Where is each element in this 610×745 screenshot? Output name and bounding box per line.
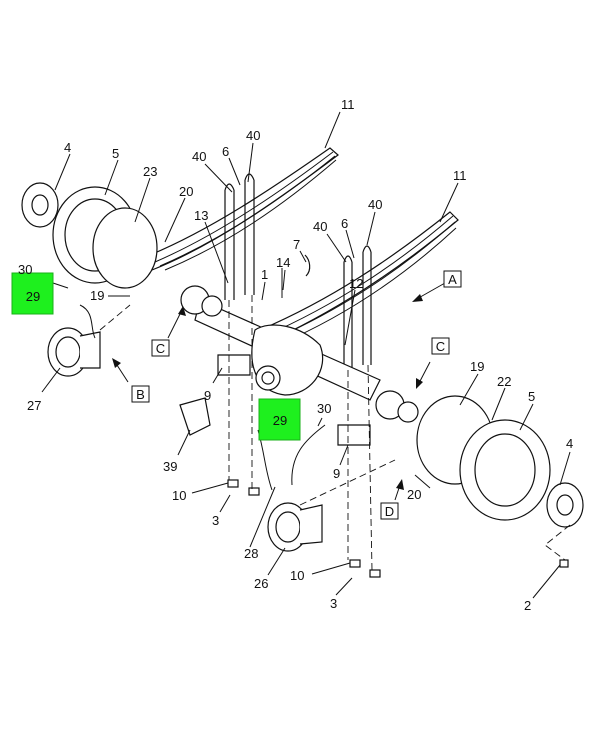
callout-19: 19 bbox=[470, 359, 484, 374]
highlight-callout-29-center[interactable]: 29 bbox=[258, 398, 301, 441]
callout-20: 20 bbox=[407, 487, 421, 502]
callout-19: 19 bbox=[90, 288, 104, 303]
svg-text:B: B bbox=[136, 387, 145, 402]
view-label-b: B bbox=[131, 385, 150, 403]
assembly-lines bbox=[99, 295, 571, 571]
callout-39: 39 bbox=[163, 459, 177, 474]
callout-30: 30 bbox=[317, 401, 331, 416]
callout-14: 14 bbox=[276, 255, 290, 270]
callout-30: 30 bbox=[18, 262, 32, 277]
callout-10: 10 bbox=[172, 488, 186, 503]
callout-10: 10 bbox=[290, 568, 304, 583]
svg-text:29: 29 bbox=[273, 413, 287, 428]
callout-1: 1 bbox=[261, 267, 268, 282]
callout-numbers: 11 40 40 6 4 5 23 20 13 11 40 6 40 7 14 … bbox=[18, 97, 573, 613]
callout-3: 3 bbox=[212, 513, 219, 528]
callout-20: 20 bbox=[179, 184, 193, 199]
svg-text:C: C bbox=[436, 339, 445, 354]
view-label-c-right: C bbox=[431, 337, 450, 355]
leader-lines bbox=[37, 111, 571, 599]
callout-2: 2 bbox=[524, 598, 531, 613]
callout-13: 13 bbox=[194, 208, 208, 223]
highlight-callout-29-left[interactable]: 29 bbox=[11, 272, 54, 315]
callout-40: 40 bbox=[368, 197, 382, 212]
svg-text:C: C bbox=[156, 341, 165, 356]
callout-40: 40 bbox=[313, 219, 327, 234]
callout-5: 5 bbox=[528, 389, 535, 404]
callout-5: 5 bbox=[112, 146, 119, 161]
callout-4: 4 bbox=[64, 140, 71, 155]
brake-chamber-26 bbox=[267, 502, 323, 552]
hub-drum-right bbox=[375, 390, 584, 528]
svg-text:A: A bbox=[448, 272, 457, 287]
callout-6: 6 bbox=[222, 144, 229, 159]
callout-9: 9 bbox=[204, 388, 211, 403]
callout-40: 40 bbox=[246, 128, 260, 143]
callout-12: 12 bbox=[349, 276, 363, 291]
callout-26: 26 bbox=[254, 576, 268, 591]
view-arrows bbox=[112, 282, 446, 501]
callout-3: 3 bbox=[330, 596, 337, 611]
callout-40: 40 bbox=[192, 149, 206, 164]
callout-23: 23 bbox=[143, 164, 157, 179]
callout-9: 9 bbox=[333, 466, 340, 481]
callout-4: 4 bbox=[566, 436, 573, 451]
callout-27: 27 bbox=[27, 398, 41, 413]
hub-drum-left bbox=[21, 182, 223, 317]
callout-6: 6 bbox=[341, 216, 348, 231]
callout-28: 28 bbox=[244, 546, 258, 561]
spring-seats bbox=[179, 354, 371, 446]
callout-22: 22 bbox=[497, 374, 511, 389]
u-bolts-right bbox=[343, 245, 372, 370]
svg-text:29: 29 bbox=[26, 289, 40, 304]
nuts-washers bbox=[227, 479, 569, 578]
view-label-d: D bbox=[380, 502, 399, 520]
leaf-spring-left bbox=[149, 147, 339, 271]
callout-11: 11 bbox=[341, 97, 355, 112]
view-label-c-left: C bbox=[151, 339, 170, 357]
view-label-a: A bbox=[443, 270, 462, 288]
brake-chamber-27 bbox=[47, 327, 101, 377]
callout-7: 7 bbox=[293, 237, 300, 252]
u-bolts-left bbox=[224, 173, 255, 300]
callout-11: 11 bbox=[453, 168, 467, 183]
svg-text:D: D bbox=[385, 504, 394, 519]
